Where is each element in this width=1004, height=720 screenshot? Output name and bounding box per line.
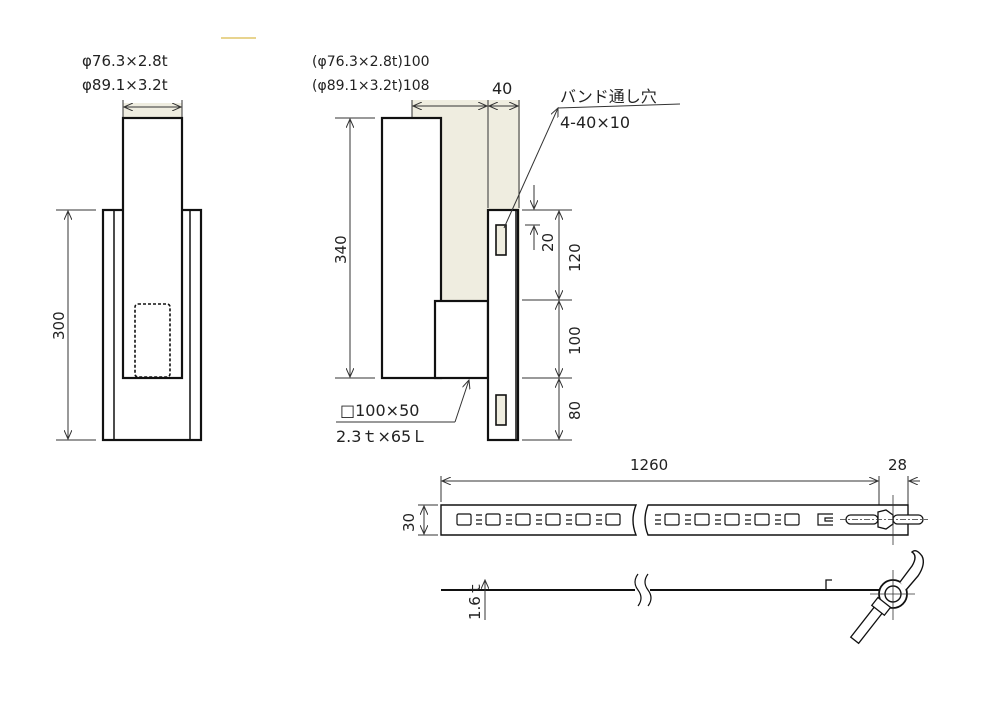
thickness-dim: 1.6ｔ: [466, 581, 484, 620]
dim-20: 20: [539, 233, 557, 252]
length-dim-1260: 1260: [630, 456, 668, 474]
dim-80: 80: [566, 401, 584, 420]
pipe: [121, 116, 184, 380]
width-dim-40: 40: [492, 79, 512, 98]
break-mark: [634, 573, 652, 607]
square-tube: [433, 299, 490, 380]
band-view: 1260 28: [400, 456, 928, 645]
tube-spec: 2.3ｔ×65Ｌ: [336, 427, 427, 446]
band-hole-label: バンド通し穴: [560, 87, 657, 106]
band-hole-spec: 4-40×10: [560, 113, 630, 132]
shade-region: [123, 103, 182, 119]
height-dim-340: 340: [332, 235, 350, 264]
offset-label-1: (φ76.3×2.8t)100: [312, 54, 430, 70]
tube-label: □100×50: [340, 401, 419, 420]
width-dim-30: 30: [400, 513, 418, 532]
pipe: [380, 116, 443, 380]
dim-120: 120: [566, 243, 584, 272]
height-dim-300: 300: [50, 311, 68, 340]
pipe-label-1: φ76.3×2.8t: [82, 52, 168, 70]
band-slot: [495, 394, 507, 426]
dim-100: 100: [566, 326, 584, 355]
offset-label-2: (φ89.1×3.2t)108: [312, 78, 430, 94]
band-slot: [495, 224, 507, 256]
pipe-label-2: φ89.1×3.2t: [82, 76, 168, 94]
bolt: [840, 495, 928, 545]
hook-assembly: [849, 549, 925, 645]
end-dim-28: 28: [888, 456, 907, 474]
front-view: φ76.3×2.8t φ89.1×3.2t 300: [50, 52, 203, 442]
side-view: (φ76.3×2.8t)100 (φ89.1×3.2t)108 40 340 バ…: [312, 54, 681, 446]
hidden-tube: [134, 303, 171, 378]
